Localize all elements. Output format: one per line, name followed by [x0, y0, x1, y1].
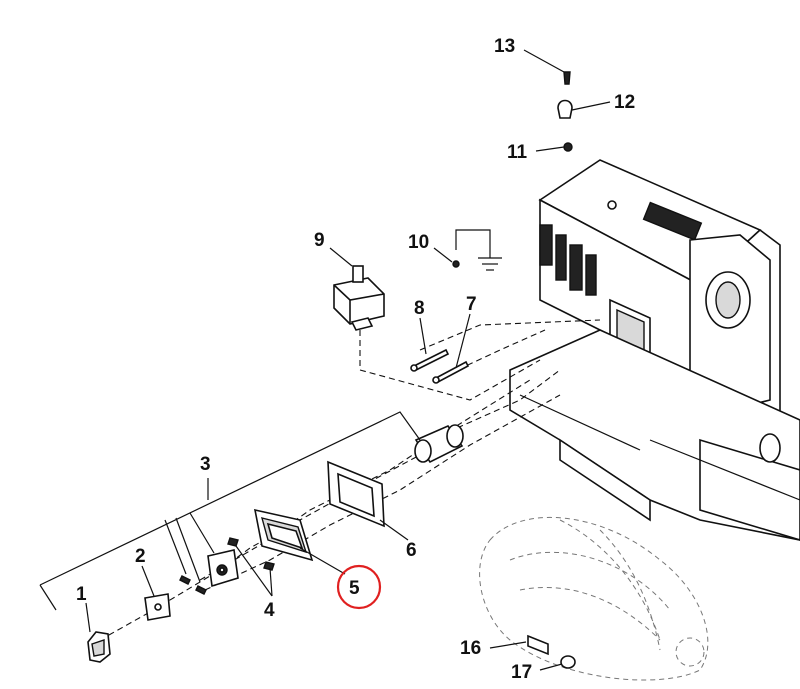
- part-12-clip: [557, 99, 573, 119]
- callout-3: 3: [200, 454, 211, 475]
- callout-labels: 1 2 3 4 5 6 7 8 9 10 11 12 13 16 17: [76, 36, 635, 683]
- callout-4: 4: [264, 600, 275, 621]
- callout-6: 6: [406, 540, 417, 561]
- part-4-screws: [227, 537, 275, 571]
- callout-5: 5: [349, 578, 360, 599]
- capacitor: [414, 424, 464, 464]
- part-11-nut: [563, 142, 573, 152]
- callout-17: 17: [511, 662, 532, 683]
- callout-8: 8: [414, 298, 425, 319]
- part-13-screw: [563, 71, 571, 85]
- part-5-bezel: [253, 508, 314, 562]
- callout-2: 2: [135, 546, 146, 567]
- part-2-plate: [144, 593, 171, 621]
- callout-13: 13: [494, 36, 515, 57]
- callout-1: 1: [76, 584, 87, 605]
- motor-ghost-outline: [479, 517, 709, 681]
- callout-10: 10: [408, 232, 429, 253]
- leader-lines: [39, 49, 611, 671]
- part-10-ground-symbol: [452, 229, 502, 271]
- part-17-cap: [560, 655, 576, 669]
- part-8-pin: [410, 348, 450, 372]
- callout-11: 11: [507, 142, 528, 163]
- part-7-pin: [432, 360, 470, 384]
- callout-12: 12: [614, 92, 635, 113]
- part-6-gasket: [327, 460, 385, 528]
- callout-7: 7: [466, 294, 477, 315]
- callout-16: 16: [460, 638, 481, 659]
- part-9-relay: [333, 265, 385, 331]
- callout-9: 9: [314, 230, 325, 251]
- highlight-circle-part-5: [336, 564, 382, 610]
- part-16-brush: [527, 634, 549, 656]
- machine-housing: [509, 159, 800, 541]
- part-3-switch-assembly: [179, 549, 239, 595]
- part-1-knob: [87, 631, 111, 663]
